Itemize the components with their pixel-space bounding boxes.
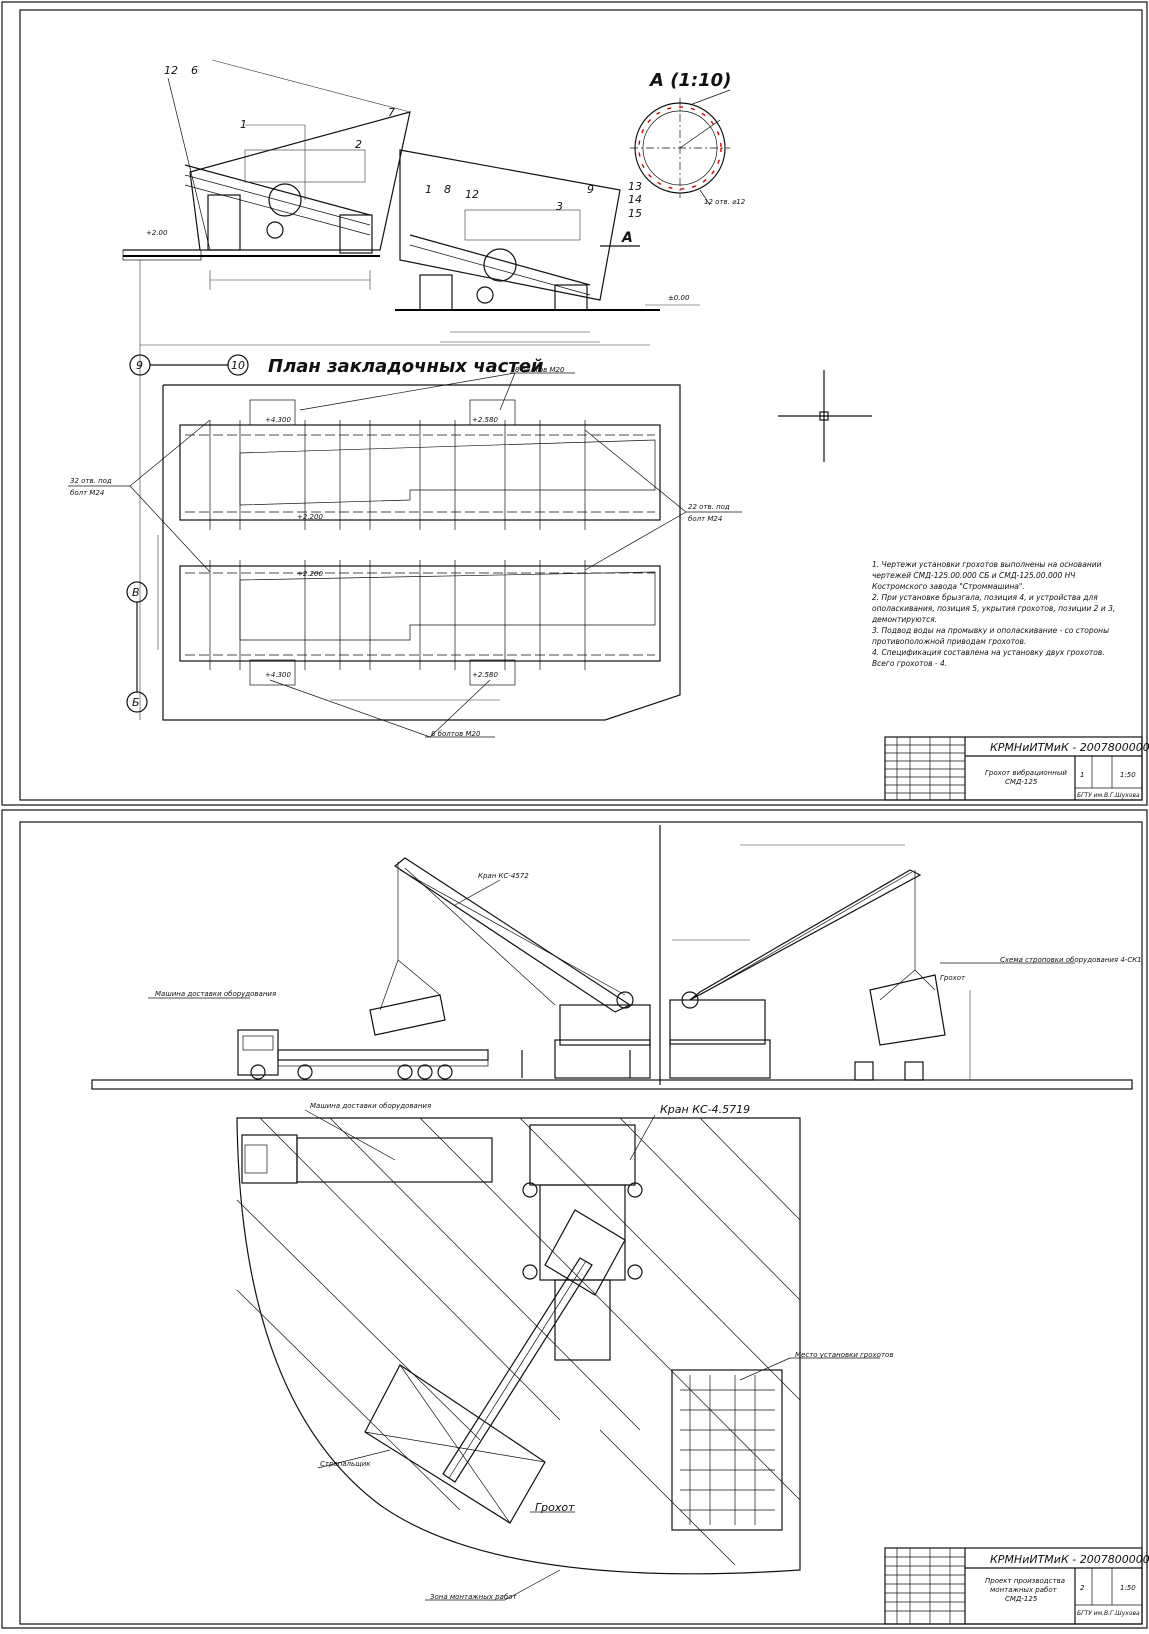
screen-1-side-view <box>122 59 411 290</box>
holes-label: болт М24 <box>70 489 104 497</box>
slinger-label: Стропальщик <box>320 1460 371 1468</box>
note-line: 1. Чертежи установки грохотов выполнены … <box>872 560 1102 569</box>
ground-line <box>91 1079 1133 1090</box>
pos-label: 12 <box>465 188 479 201</box>
drawing-code: КРМНиИТМиК - 2007800000 <box>990 1553 1149 1566</box>
elevation-mark: +4.300 <box>265 671 291 679</box>
elevation-mark: ±0.00 <box>668 294 690 302</box>
drawing-scale: 1:50 <box>1120 771 1136 779</box>
plan-leaders: 8 болтов М20 32 отв. под болт М24 22 отв… <box>68 366 742 738</box>
section-title: А (1:10) <box>648 70 731 91</box>
title-block-1: КРМНиИТМиК - 2007800000 Грохот вибрацион… <box>884 736 1149 801</box>
pos-label: 3 <box>556 200 563 213</box>
note-line: 4. Спецификация составлена на установку … <box>872 648 1105 657</box>
axis-label: В <box>132 586 140 599</box>
elevation-mark: +2.580 <box>472 416 498 424</box>
work-zone-boundary <box>236 1117 801 1575</box>
note-line: ополаскивания, позиция 5, укрытия грохот… <box>872 604 1115 613</box>
holes-label: 22 отв. под <box>688 503 730 511</box>
sheet-1-outer-border <box>1 1 1148 806</box>
screen-2-side-view <box>395 149 700 343</box>
pos-label: 12 <box>164 64 178 77</box>
holes-label: 32 отв. под <box>70 477 112 485</box>
storage-area: Место установки грохотов <box>671 1351 893 1531</box>
pos-label: 14 <box>628 193 642 206</box>
note-line: 2. При установке брызгала, позиция 4, и … <box>872 593 1098 602</box>
work-zone-plan: Машина доставки оборудования <box>236 1102 801 1575</box>
axis-label: Б <box>132 696 140 709</box>
holes-label: болт М24 <box>688 515 722 523</box>
truck-label: Машина доставки оборудования <box>155 990 276 998</box>
sheet-number: 1 <box>1080 771 1084 779</box>
title-block-2: КРМНиИТМиК - 2007800000 Проект производс… <box>884 1547 1149 1625</box>
note-line: 3. Подвод воды на промывку и ополаскиван… <box>872 626 1109 635</box>
drawing-scale: 1:50 <box>1120 1584 1136 1592</box>
pos-label: 1 <box>240 118 247 131</box>
embedded-parts-plan: +4.300 +2.580 +2.200 +2.200 +4.300 +2.58… <box>157 384 681 721</box>
zone-label: Зона монтажных работ <box>430 1593 517 1601</box>
delivery-truck-elevation: Машина доставки оборудования <box>148 990 489 1080</box>
pos-label: 2 <box>355 138 362 151</box>
pos-label: 8 <box>444 183 451 196</box>
axis-markers: 9 10 В Б <box>126 260 650 720</box>
bolts-label: 8 болтов М20 <box>515 366 565 374</box>
crosshair-mark <box>778 370 872 462</box>
crane-2-elevation: Схема строповки оборудования 4-СК1 Грохо… <box>669 844 1142 1081</box>
sheet-1: 12 6 1 2 7 1 8 12 3 9 13 14 15 А +2.00 ±… <box>1 1 1149 806</box>
pos-label: 15 <box>628 207 642 220</box>
sheet-2: Машина доставки оборудования Кран КС-457… <box>1 809 1149 1629</box>
drawing-name: Проект производства <box>985 1577 1065 1585</box>
position-labels: 12 6 1 2 7 1 8 12 3 9 13 14 15 А +2.00 ±… <box>146 64 690 302</box>
note-line: Всего грохотов - 4. <box>872 659 947 668</box>
crane-label: Кран КС-4572 <box>478 872 529 880</box>
elevation-mark: +2.200 <box>297 570 323 578</box>
pos-label: 1 <box>425 183 432 196</box>
sheet-2-frame <box>19 821 1143 1625</box>
note-line: демонтируются. <box>871 615 937 624</box>
pos-label: 6 <box>191 64 198 77</box>
sheet-number: 2 <box>1080 1584 1085 1592</box>
pos-label: 9 <box>587 183 594 196</box>
scheme-label: Схема строповки оборудования 4-СК1 <box>1000 956 1142 964</box>
axis-bubble <box>227 354 249 376</box>
hole-label: 12 отв. ⌀12 <box>704 198 746 206</box>
organization: БГТУ им.В.Г.Шухова <box>1077 1610 1140 1617</box>
note-line: чертежей СМД-125.00.000 СБ и СМД-125.00.… <box>872 571 1075 580</box>
pos-label: 7 <box>388 106 395 119</box>
storage-label: Место установки грохотов <box>795 1351 893 1359</box>
note-line: Костромского завода "Строммашина". <box>872 582 1025 591</box>
sheet-1-frame <box>19 9 1143 801</box>
elevation-mark: +2.00 <box>146 229 168 237</box>
crane-plan: Кран КС-4.5719 Грохот Стропальщик <box>317 1103 750 1524</box>
grokhot-plan-label: Грохот <box>535 1501 575 1514</box>
axis-label: 9 <box>136 359 143 372</box>
drawing-name: СМД-125 <box>1005 778 1038 786</box>
drawing-name: монтажных работ <box>990 1586 1058 1594</box>
bolts-label: 8 болтов М20 <box>431 730 481 738</box>
drawing-name: СМД-125 <box>1005 1595 1038 1603</box>
drawing-code: КРМНиИТМиК - 2007800000 <box>990 741 1149 754</box>
organization: БГТУ им.В.Г.Шухова <box>1077 792 1140 799</box>
elevation-mark: +4.300 <box>265 416 291 424</box>
elevation-mark: +2.580 <box>472 671 498 679</box>
elevation-mark: +2.200 <box>297 513 323 521</box>
grokhot-label: Грохот <box>940 974 966 982</box>
crane-1-elevation: Кран КС-4572 <box>369 857 651 1079</box>
sheet-2-outer-border <box>1 809 1148 1629</box>
section-mark: А <box>621 230 633 246</box>
technical-notes: 1. Чертежи установки грохотов выполнены … <box>871 560 1115 668</box>
truck-plan-label: Машина доставки оборудования <box>310 1102 431 1110</box>
section-a-detail: А (1:10) 12 отв. ⌀12 <box>630 70 746 206</box>
axis-label: 10 <box>231 359 245 372</box>
crane-plan-label: Кран КС-4.5719 <box>660 1103 750 1116</box>
plan-title: План закладочных частей <box>268 356 544 377</box>
drawing-name: Грохот вибрационный <box>985 769 1067 777</box>
pos-label: 13 <box>628 180 642 193</box>
note-line: противоположной приводам грохотов. <box>872 637 1026 646</box>
